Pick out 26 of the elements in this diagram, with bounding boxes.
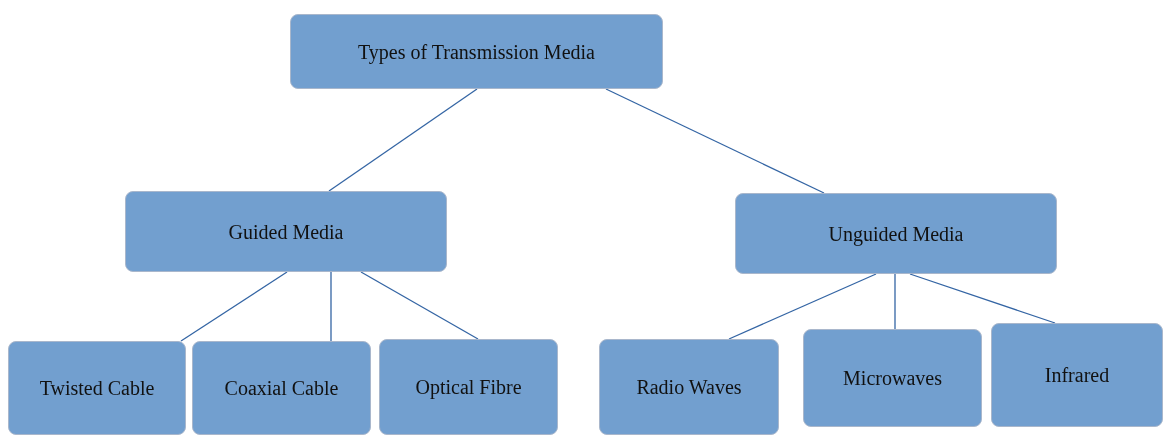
category-label: Microwaves <box>843 366 942 390</box>
connector-line <box>605 88 825 194</box>
category-label: Coaxial Cable <box>224 376 339 400</box>
connector-line <box>909 273 1056 324</box>
connector-line <box>328 88 478 192</box>
category-box <box>379 339 558 435</box>
category-label: Optical Fibre <box>415 375 522 399</box>
category-label: Guided Media <box>228 219 344 244</box>
category-label: Unguided Media <box>828 221 964 246</box>
category-label: Radio Waves <box>636 375 742 399</box>
connector-line <box>330 271 332 342</box>
category-box <box>991 323 1163 427</box>
category-label: Types of Transmission Media <box>358 39 595 64</box>
category-box <box>803 329 982 427</box>
connector-line <box>728 273 877 340</box>
category-box <box>125 191 447 272</box>
category-box <box>290 14 663 89</box>
connector-line <box>360 271 479 340</box>
category-box <box>192 341 371 435</box>
category-box <box>735 193 1057 274</box>
category-box <box>599 339 779 435</box>
category-label: Infrared <box>1044 363 1110 387</box>
category-label: Twisted Cable <box>39 376 155 400</box>
category-box <box>8 341 186 435</box>
connector-line <box>894 273 896 330</box>
connector-line <box>180 271 288 342</box>
